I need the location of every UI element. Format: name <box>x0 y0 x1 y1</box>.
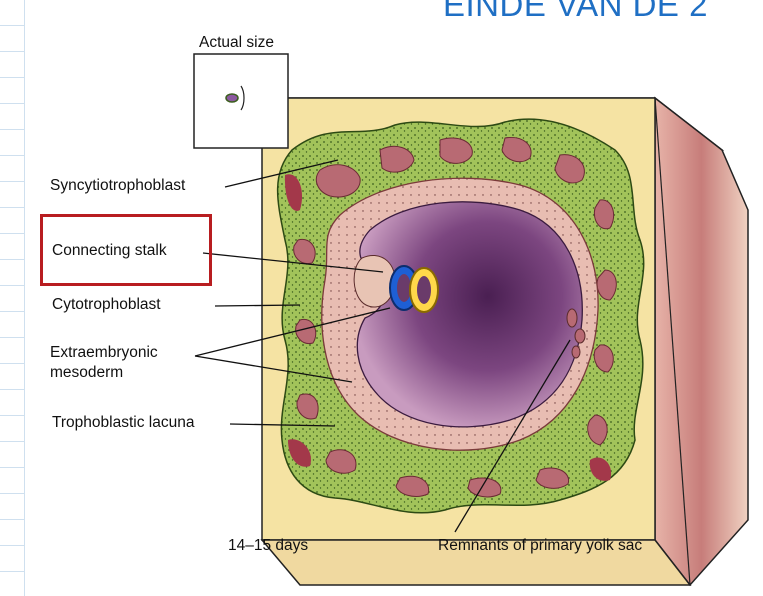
label-days: 14–15 days <box>228 537 309 554</box>
label-mesoderm: mesoderm <box>50 364 124 381</box>
label-cytotrophoblast: Cytotrophoblast <box>52 296 161 313</box>
label-syncytiotrophoblast: Syncytiotrophoblast <box>50 177 186 194</box>
slide-title: EINDE VAN DE 2 <box>443 0 708 23</box>
actual-size-inset <box>193 53 289 149</box>
label-remnants-primary-yolk-sac: Remnants of primary yolk sac <box>438 537 643 554</box>
label-connecting-stalk: Connecting stalk <box>52 242 167 259</box>
trophoblastic-lacunae <box>293 136 617 498</box>
label-trophoblastic-lacuna: Trophoblastic lacuna <box>52 414 195 431</box>
notebook-grid-strip <box>0 0 25 596</box>
primary-yolk-sac-remnants <box>566 308 586 359</box>
connecting-stalk <box>353 255 439 313</box>
leader-lines <box>194 159 571 533</box>
label-extraembryonic: Extraembryonic <box>50 344 158 361</box>
label-actual-size: Actual size <box>199 34 274 51</box>
connecting-stalk-highlight <box>40 214 212 286</box>
maternal-blood <box>284 174 612 481</box>
chorionic-cavity <box>356 201 583 428</box>
